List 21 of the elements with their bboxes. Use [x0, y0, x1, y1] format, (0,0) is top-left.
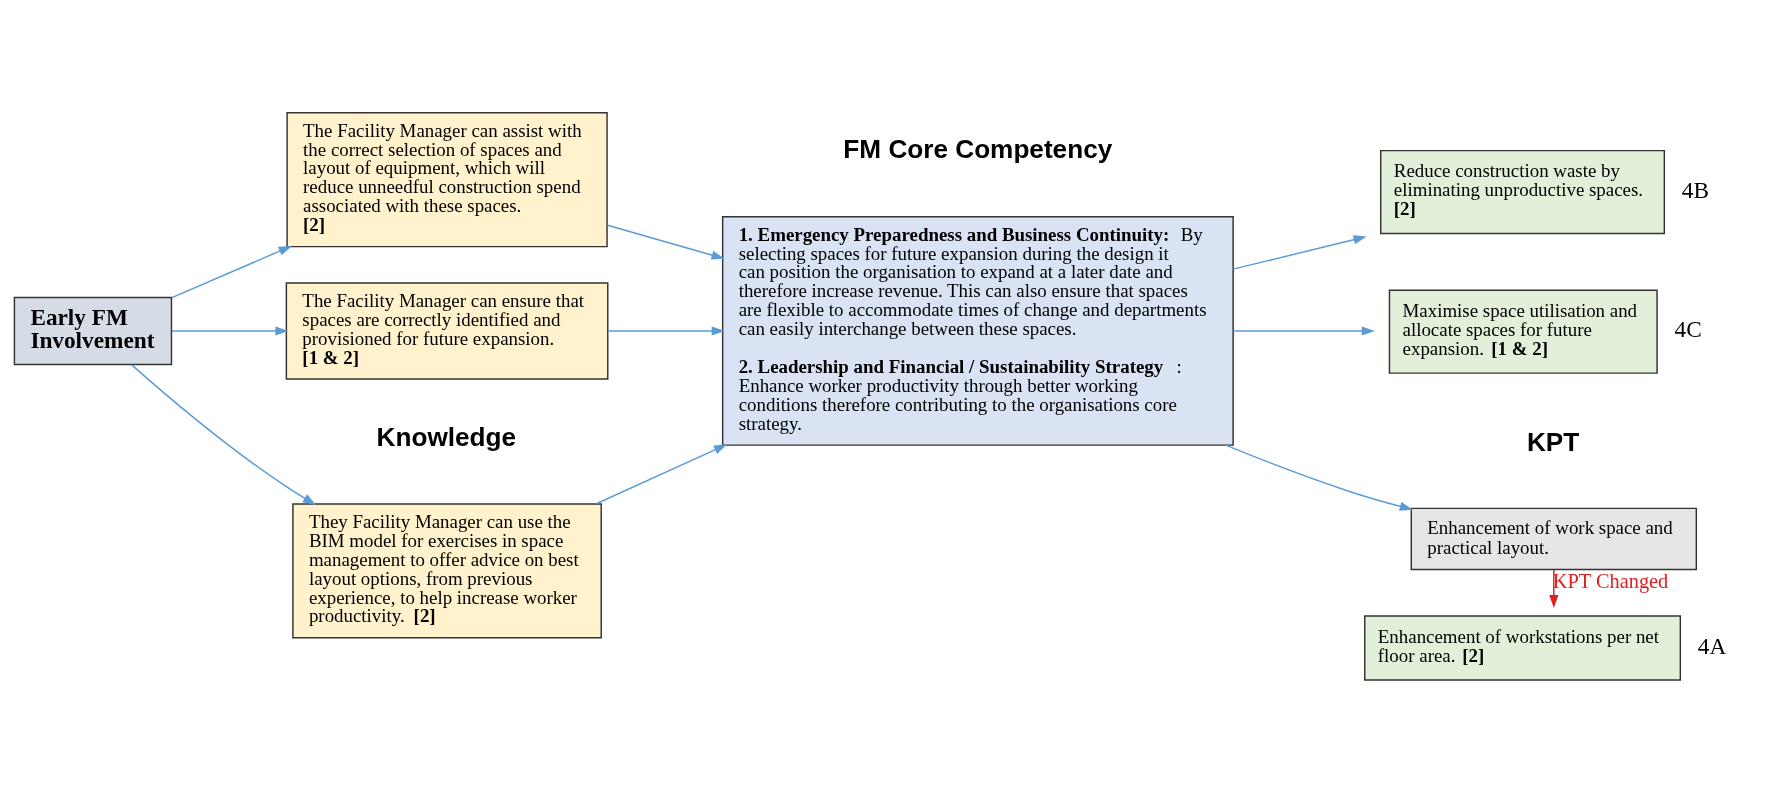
node-box: 1. Emergency Preparedness and Business Continuity: By selecting spaces for future expansion during the design it can position the organisation to expand at a later date and therefore increase revenue. This can also ensure that spaces are flexible to accommodate times of change and departments can easily interchange between these spaces. 2. Leadership and Financial / Sustainability Strategy: Enhance worker productivity through better working conditions therefore contributing to the organisations core strategy. [721, 216, 1234, 446]
node-box: Enhancement of work space and practical layout. [1410, 507, 1698, 571]
arrow [1225, 444, 1413, 511]
arrow [1232, 235, 1367, 270]
arrow [1232, 326, 1375, 336]
label: Knowledge [376, 422, 517, 453]
arrow [607, 326, 725, 336]
node-box: The Facility Manager can assist with the correct selection of spaces and layout of equipment, which will reduce unneedful construction spend associated with these spaces. [2] [286, 112, 608, 248]
arrow [606, 224, 725, 260]
arrow [130, 364, 316, 505]
node-label: 4B [1681, 176, 1709, 203]
arrow [595, 444, 728, 505]
label: FM Core Competency [843, 134, 1113, 165]
label: KPT [1526, 426, 1580, 457]
node-label: 4C [1674, 316, 1702, 343]
node-box: The Facility Manager can ensure that spaces are correctly identified and provisioned for future expansion. [1 & 2] [285, 282, 609, 380]
node-label: 4A [1697, 632, 1727, 659]
arrow [171, 326, 289, 336]
node-box: Early FM Involvement [13, 296, 173, 366]
node-box: They Facility Manager can use the BIM model for exercises in space management to offer advice on best layout options, from previous experience, to help increase worker productivity. [2] [292, 503, 602, 639]
arrow [171, 245, 292, 299]
